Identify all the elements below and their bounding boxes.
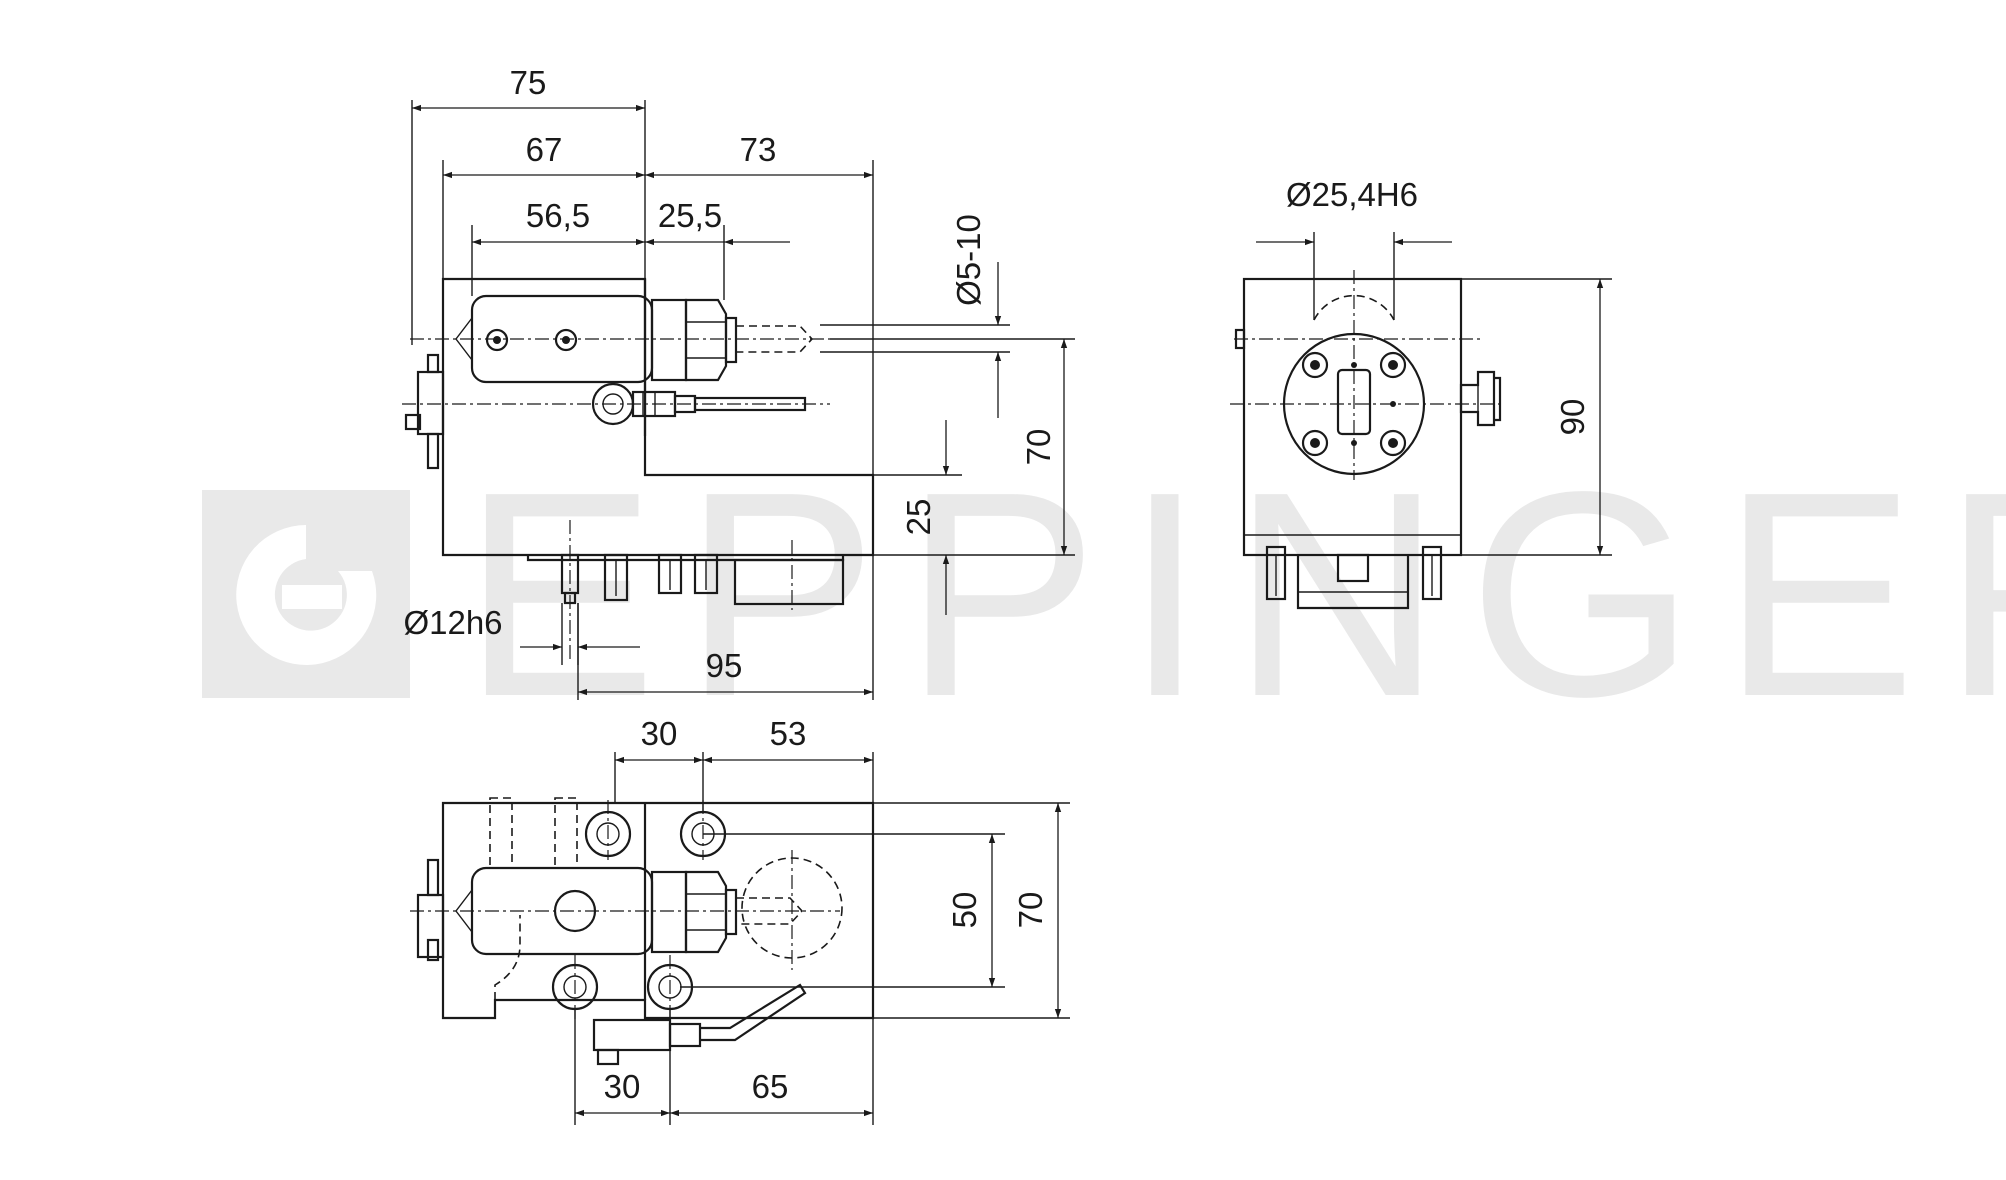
top-coolant-pipe — [700, 983, 807, 1042]
dim-70-label: 70 — [1020, 429, 1057, 466]
dim-25-5-label: 25,5 — [658, 197, 722, 234]
side-mount-plate — [416, 370, 445, 436]
end-bolt-2-icon — [1379, 351, 1407, 379]
top-coolant-fitting — [668, 1022, 702, 1048]
dim-70-top-label: 70 — [1012, 892, 1049, 929]
dim-75-label: 75 — [510, 64, 547, 101]
end-view: Ø25,4H6 90 — [1230, 176, 1612, 610]
side-collet-sleeve — [650, 298, 688, 382]
side-mount-tab-top — [426, 353, 440, 374]
side-pin-2 — [657, 553, 683, 595]
end-bolt-4-icon — [1379, 429, 1407, 457]
side-pin-1 — [603, 553, 629, 602]
watermark: EPPINGER — [202, 431, 2006, 757]
side-socket — [733, 558, 845, 606]
dim-30-top-label: 30 — [641, 715, 678, 752]
dim-67-label: 67 — [526, 131, 563, 168]
top-view: 30 53 50 70 30 65 — [410, 715, 1070, 1125]
watermark-text: EPPINGER — [462, 431, 2006, 757]
top-collet-nut — [684, 870, 728, 954]
side-pin-3 — [693, 553, 719, 595]
side-screw-1-icon — [485, 328, 509, 352]
dim-73-label: 73 — [740, 131, 777, 168]
end-shaft — [1336, 553, 1370, 583]
side-mount-nut — [404, 413, 422, 431]
top-body-outline — [441, 801, 875, 1020]
dim-95-label: 95 — [706, 647, 743, 684]
dim-50-label: 50 — [946, 892, 983, 929]
side-mount-tab-bottom — [426, 432, 440, 470]
top-pin-2 — [554, 797, 578, 869]
end-bore-hidden — [1313, 294, 1395, 321]
watermark-logo-icon — [202, 490, 410, 698]
side-view: 75 67 73 56,5 25,5 Ø5-10 70 25 Ø12h6 95 — [402, 64, 1075, 700]
top-pin-1 — [489, 797, 513, 869]
dim-25-label: 25 — [900, 499, 937, 536]
dim-5-10-label: Ø5-10 — [950, 214, 987, 306]
dim-56-5-label: 56,5 — [526, 197, 590, 234]
top-mount-plate — [416, 893, 445, 959]
dim-12h6-label: Ø12h6 — [403, 604, 502, 641]
end-flange — [1296, 555, 1410, 610]
side-collet-collar — [724, 316, 738, 364]
dim-53-label: 53 — [770, 715, 807, 752]
end-coolant-fitting — [1459, 370, 1496, 427]
top-hidden-contour — [494, 915, 521, 1000]
side-collet-nut — [684, 298, 728, 382]
dim-90-label: 90 — [1554, 399, 1591, 436]
dim-65-label: 65 — [752, 1068, 789, 1105]
dim-30-bottom-label: 30 — [604, 1068, 641, 1105]
side-flange — [526, 555, 845, 562]
end-pin-right — [1421, 545, 1443, 601]
end-bolt-1-icon — [1301, 351, 1329, 379]
side-screw-2-icon — [554, 328, 578, 352]
end-pin-left — [1265, 545, 1287, 601]
end-bolt-3-icon — [1301, 429, 1329, 457]
dim-25-4h6-label: Ø25,4H6 — [1286, 176, 1418, 213]
top-coolant-block — [592, 1018, 672, 1052]
